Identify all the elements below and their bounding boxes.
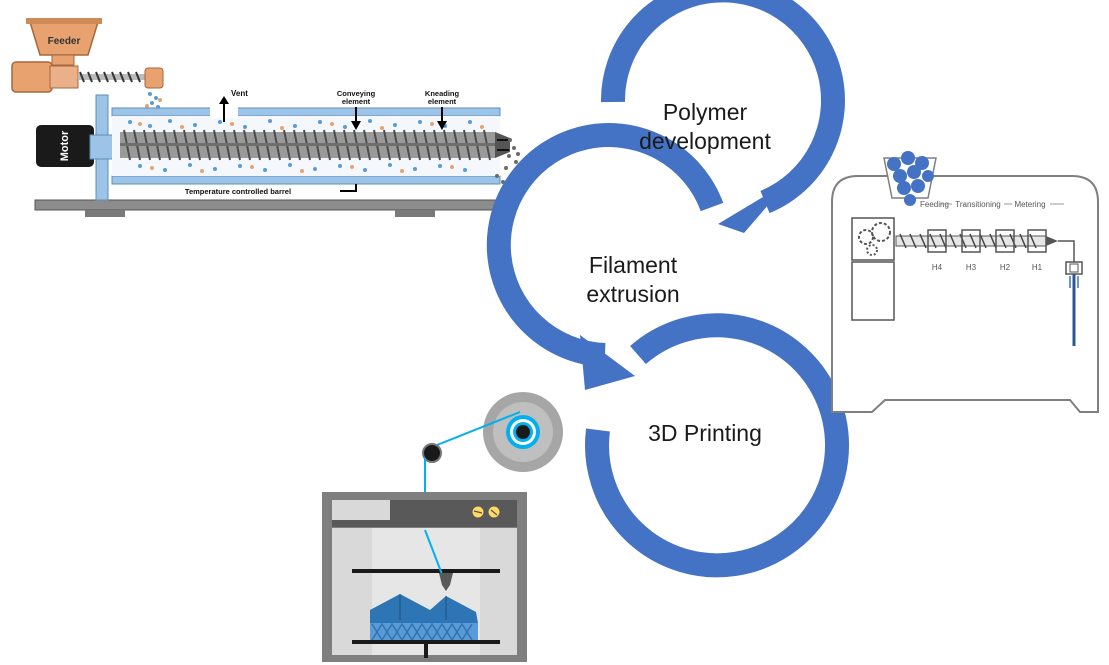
motor-coupling (89, 134, 115, 160)
feeder-label: Feeder (48, 36, 81, 47)
compounding-extruder-illustration: Feeder Motor (11, 18, 522, 217)
gear-icon (858, 229, 874, 245)
cycle-arrowhead-filament (580, 335, 635, 390)
motor-label: Motor (59, 130, 71, 161)
printer-display (332, 500, 390, 520)
cycle-arc-polymer-development (600, 0, 845, 214)
gear-icon (871, 222, 891, 242)
step-polymer-line1: Polymer (663, 99, 748, 125)
3d-printer-illustration (322, 392, 563, 662)
heater-h4: H4 (932, 263, 943, 272)
kneading-label-line2: element (428, 97, 457, 106)
zone-labels: Feeding Transitioning Metering (920, 200, 1064, 209)
extruder-base-rail (34, 199, 501, 211)
cycle-arc-filament-extrusion (486, 123, 724, 367)
feeder-motor (11, 61, 53, 93)
filament-extruder-illustration: Feeding Transitioning Metering H4 H3 H2 (831, 151, 1099, 413)
cycle-arrowhead-polymer (718, 182, 788, 233)
feeder-neck (51, 54, 75, 66)
zone-metering: Metering (1014, 200, 1045, 209)
zone-transitioning: Transitioning (955, 200, 1001, 209)
filament-feed-line (431, 411, 521, 448)
heater-bands (927, 229, 1047, 253)
workflow-cycle (486, 0, 849, 578)
die-channel (1058, 240, 1075, 262)
feeder-hopper-rim (26, 18, 102, 24)
extruder-foot-left (85, 210, 125, 217)
heater-h1: H1 (1032, 263, 1043, 272)
feeder-gearbox (49, 65, 79, 89)
conveying-label-line2: element (342, 97, 371, 106)
zone-feeding: Feeding (920, 200, 949, 209)
kneading-label-line1: Kneading (425, 89, 460, 98)
conveying-label-line1: Conveying (337, 89, 376, 98)
heater-labels: H4 H3 H2 H1 (932, 263, 1043, 272)
step-polymer-line2: development (639, 128, 771, 154)
drive-motor (851, 261, 895, 321)
step-filament-line2: extrusion (586, 281, 679, 307)
gear-icon (866, 244, 878, 256)
temperature-controlled-barrel (111, 106, 510, 185)
printed-object (370, 594, 478, 642)
extruder-motor (36, 125, 94, 167)
barrel-label: Temperature controlled barrel (185, 187, 291, 196)
cycle-labels: Polymer development Filament extrusion 3… (586, 99, 771, 446)
pellets (887, 151, 934, 206)
filament-guide-pulley (422, 443, 442, 463)
barrel-polymer-particles (128, 119, 484, 173)
feeder-outlet (144, 67, 164, 89)
vent-label: Vent (231, 89, 248, 98)
filament-extruder-body (831, 175, 1099, 413)
printer-gantry (352, 569, 500, 573)
heater-h2: H2 (1000, 263, 1011, 272)
step-3d-printing: 3D Printing (648, 420, 762, 446)
heater-h3: H3 (966, 263, 977, 272)
extruder-foot-right (395, 210, 435, 217)
cycle-arc-3d-printing (585, 313, 849, 578)
print-head (439, 573, 453, 591)
extrusion-screw (895, 233, 1058, 249)
build-plate (352, 640, 500, 644)
barrel-pointer (340, 184, 357, 192)
feeder-screw (78, 71, 150, 83)
step-filament-line1: Filament (589, 252, 678, 278)
